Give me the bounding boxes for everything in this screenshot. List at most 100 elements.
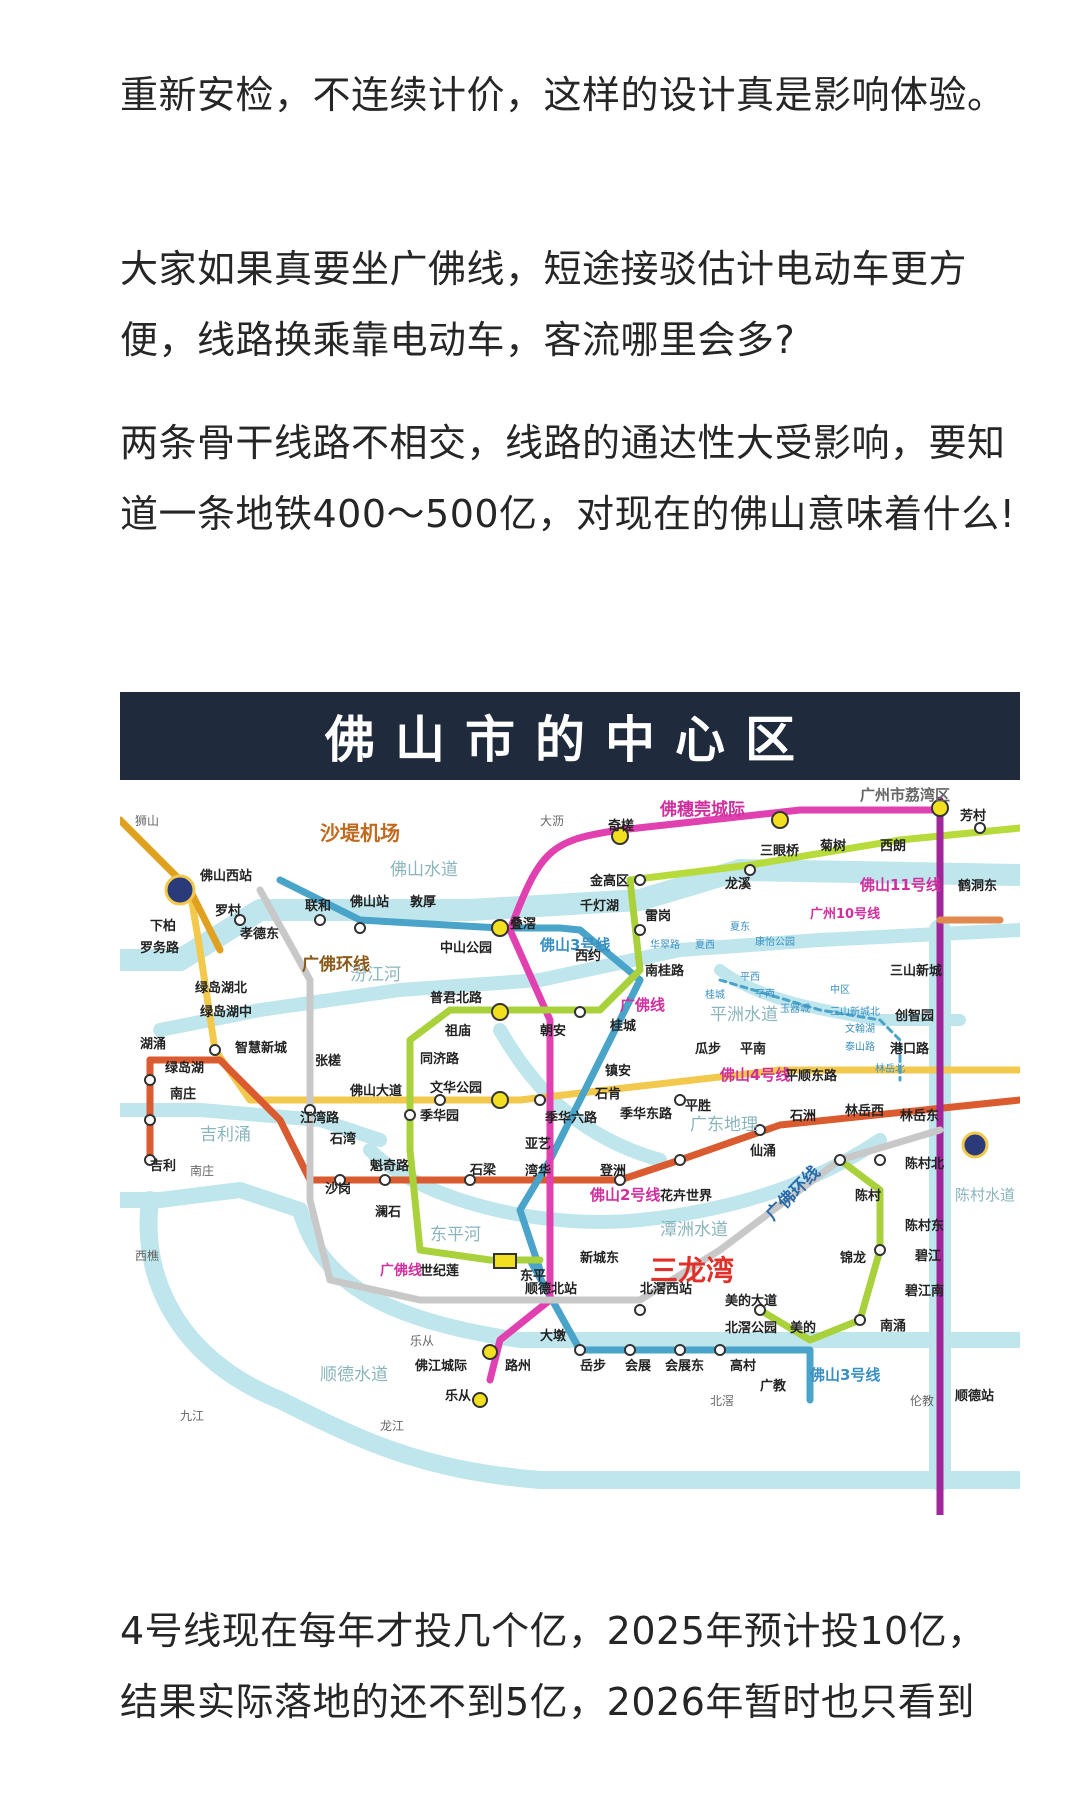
svg-text:湖涌: 湖涌	[140, 1037, 166, 1052]
svg-text:北滘: 北滘	[710, 1394, 734, 1408]
svg-text:瓜步: 瓜步	[695, 1041, 721, 1057]
svg-text:会展: 会展	[625, 1358, 652, 1374]
svg-text:潭洲水道: 潭洲水道	[660, 1220, 728, 1240]
svg-text:亚艺: 亚艺	[525, 1136, 551, 1152]
svg-text:桂城: 桂城	[705, 988, 725, 1001]
svg-text:南庄: 南庄	[170, 1086, 196, 1102]
map-title: 佛山市的中心区	[325, 711, 815, 769]
svg-text:佛山2号线: 佛山2号线	[589, 1186, 660, 1204]
svg-text:张槎: 张槎	[315, 1053, 341, 1069]
paragraph-4: 4号线现在每年才投几个亿，2025年预计投10亿，结果实际落地的还不到5亿，20…	[120, 1609, 986, 1724]
svg-text:碧江: 碧江	[914, 1248, 941, 1264]
svg-text:三山新城北: 三山新城北	[830, 1005, 880, 1018]
svg-text:鹤洞东: 鹤洞东	[958, 878, 997, 894]
svg-text:敦厚: 敦厚	[410, 894, 436, 910]
svg-text:佛山西站: 佛山西站	[199, 868, 252, 884]
svg-text:高村: 高村	[730, 1358, 756, 1374]
svg-text:广教: 广教	[760, 1378, 787, 1394]
svg-text:广佛线: 广佛线	[620, 996, 665, 1014]
svg-text:华翠路: 华翠路	[650, 938, 680, 951]
svg-text:同济路: 同济路	[420, 1051, 460, 1067]
svg-text:南涌: 南涌	[880, 1318, 906, 1334]
svg-text:祖庙: 祖庙	[444, 1023, 471, 1039]
svg-text:林岳北: 林岳北	[875, 1062, 905, 1075]
svg-text:石洲: 石洲	[789, 1109, 816, 1124]
svg-text:平南: 平南	[755, 987, 775, 1000]
svg-text:江湾路: 江湾路	[300, 1110, 340, 1126]
svg-text:西樵: 西樵	[135, 1248, 159, 1263]
svg-text:广州10号线: 广州10号线	[810, 906, 880, 922]
svg-text:美的大道: 美的大道	[725, 1293, 777, 1309]
paragraph-1: 重新安检，不连续计价，这样的设计真是影响体验。	[120, 73, 1006, 117]
svg-text:顺德水道: 顺德水道	[320, 1365, 388, 1385]
svg-text:创智园: 创智园	[894, 1008, 934, 1024]
svg-text:广州市荔湾区: 广州市荔湾区	[860, 786, 950, 804]
svg-text:奇槎: 奇槎	[608, 818, 634, 834]
svg-text:陈村北: 陈村北	[905, 1156, 944, 1172]
svg-text:佛山11号线: 佛山11号线	[859, 876, 941, 894]
svg-text:佛山水道: 佛山水道	[390, 860, 458, 880]
svg-text:顺德站: 顺德站	[955, 1388, 994, 1404]
svg-text:镇安: 镇安	[605, 1063, 631, 1079]
svg-text:北滘公园: 北滘公园	[725, 1321, 777, 1336]
metro-map: 佛穗莞城际 广州市荔湾区 佛山11号线 广州10号线 佛山3号线 广佛线 佛山4…	[120, 780, 1020, 1515]
svg-text:朝安: 朝安	[540, 1023, 566, 1039]
svg-text:顺德北站: 顺德北站	[525, 1281, 577, 1297]
svg-text:季华六路: 季华六路	[544, 1110, 598, 1126]
svg-text:季华东路: 季华东路	[619, 1106, 673, 1122]
svg-text:桂城: 桂城	[609, 1018, 636, 1034]
svg-text:陈村东: 陈村东	[905, 1218, 944, 1234]
svg-text:伦教: 伦教	[910, 1393, 934, 1408]
svg-text:文翰湖: 文翰湖	[845, 1022, 875, 1035]
svg-text:世纪莲: 世纪莲	[420, 1263, 459, 1279]
svg-text:魁奇路: 魁奇路	[370, 1158, 410, 1174]
svg-text:北滘西站: 北滘西站	[640, 1281, 692, 1297]
svg-text:泰山路: 泰山路	[845, 1040, 875, 1053]
svg-text:港口路: 港口路	[890, 1041, 930, 1057]
svg-text:西朗: 西朗	[880, 838, 906, 854]
svg-text:三龙湾: 三龙湾	[650, 1254, 734, 1287]
svg-text:美的: 美的	[790, 1320, 816, 1336]
svg-text:智慧新城: 智慧新城	[235, 1040, 287, 1056]
svg-text:陈村: 陈村	[855, 1188, 881, 1204]
svg-text:玉器城: 玉器城	[780, 1003, 810, 1015]
svg-text:广东地理: 广东地理	[690, 1115, 758, 1135]
svg-text:路州: 路州	[505, 1358, 531, 1374]
svg-text:沙堤机场: 沙堤机场	[320, 821, 400, 845]
svg-text:文华公园: 文华公园	[430, 1080, 482, 1096]
svg-text:绿岛湖北: 绿岛湖北	[195, 980, 247, 996]
svg-text:佛山4号线: 佛山4号线	[719, 1066, 790, 1084]
svg-text:大沥: 大沥	[540, 814, 564, 828]
svg-text:会展东: 会展东	[665, 1358, 704, 1374]
svg-text:九江: 九江	[180, 1409, 204, 1423]
svg-text:普君北路: 普君北路	[430, 990, 483, 1006]
svg-text:东平河: 东平河	[430, 1225, 481, 1245]
svg-text:乐从: 乐从	[410, 1334, 434, 1348]
metro-map-image[interactable]: 佛山市的中心区	[120, 692, 1020, 1515]
svg-text:叠滘: 叠滘	[510, 917, 536, 932]
svg-text:仙涌: 仙涌	[750, 1143, 776, 1159]
svg-text:平胜: 平胜	[685, 1099, 711, 1114]
svg-text:罗务路: 罗务路	[140, 940, 180, 956]
svg-text:汾江河: 汾江河	[350, 965, 401, 985]
svg-text:花卉世界: 花卉世界	[660, 1188, 712, 1204]
svg-text:千灯湖: 千灯湖	[580, 898, 619, 914]
svg-text:佛山3号线: 佛山3号线	[539, 936, 610, 954]
svg-text:东平: 东平	[520, 1268, 546, 1284]
svg-text:林岳东: 林岳东	[900, 1108, 939, 1124]
svg-text:芳村: 芳村	[960, 808, 986, 824]
svg-text:夏西: 夏西	[695, 939, 715, 951]
svg-text:西约: 西约	[575, 948, 601, 964]
svg-text:林岳西: 林岳西	[845, 1103, 884, 1119]
svg-text:南桂路: 南桂路	[645, 963, 685, 979]
svg-text:平南: 平南	[740, 1041, 766, 1057]
svg-text:季华园: 季华园	[419, 1108, 459, 1124]
svg-text:佛穗莞城际: 佛穗莞城际	[659, 799, 745, 820]
svg-text:湾华: 湾华	[525, 1163, 551, 1179]
svg-text:南庄: 南庄	[190, 1163, 214, 1178]
svg-text:金高区: 金高区	[589, 873, 629, 889]
svg-text:佛山3号线: 佛山3号线	[809, 1366, 880, 1384]
svg-text:碧江南: 碧江南	[904, 1283, 944, 1299]
svg-text:孝德东: 孝德东	[239, 926, 279, 942]
